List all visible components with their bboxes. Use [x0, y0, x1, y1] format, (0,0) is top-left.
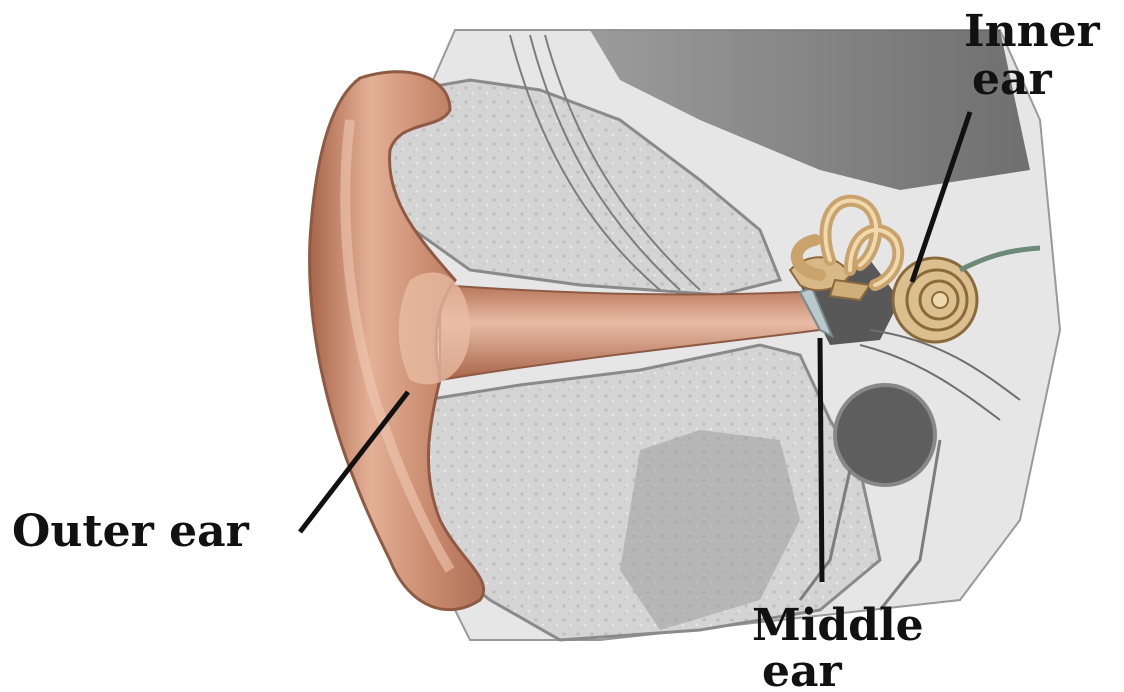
- inner-ear-label-line2: ear: [972, 54, 1053, 105]
- middle-ear-label-line2: ear: [762, 646, 843, 692]
- inner-ear-label-line1: Inner: [964, 6, 1101, 57]
- outer-ear-label: Outer ear: [12, 506, 250, 557]
- middle-ear-label-line1: Middle: [752, 600, 924, 651]
- middle-ear-leader: [820, 338, 822, 582]
